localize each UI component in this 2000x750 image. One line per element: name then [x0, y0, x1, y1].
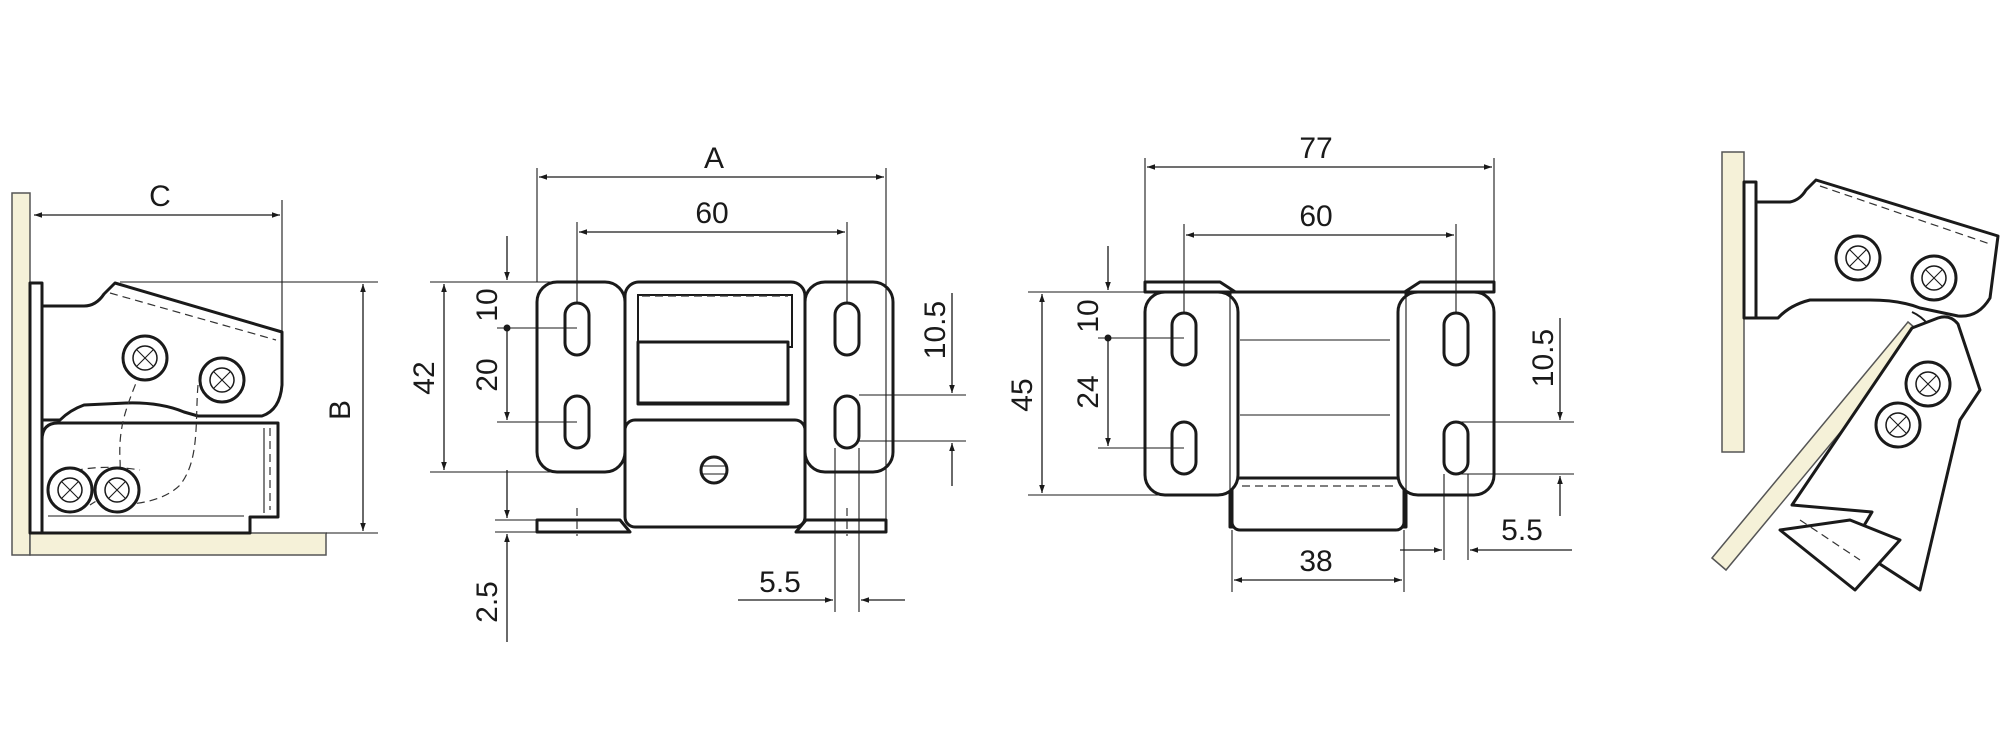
slot [563, 301, 591, 357]
slot [833, 301, 861, 357]
dim-label-5-5-back: 5.5 [1501, 514, 1543, 547]
dim-label-10-back: 10 [1072, 299, 1105, 332]
dim-label-42: 42 [408, 361, 441, 394]
dim-label-10-5-front: 10.5 [919, 301, 952, 359]
slot [1442, 420, 1470, 476]
screw-icon [46, 466, 94, 514]
hidden-path-3 [49, 466, 141, 479]
dim-label-10-5-back: 10.5 [1527, 329, 1560, 387]
cabinet-wall [11, 192, 31, 556]
dim-label-5-5-front: 5.5 [759, 566, 801, 599]
dim-label-45: 45 [1006, 378, 1039, 411]
lower-housing-side [1778, 518, 1902, 592]
foot-left [535, 518, 632, 534]
back-view: 77 60 45 10 24 10.5 5.5 38 [1006, 132, 1574, 592]
side-view-closed: C B [11, 180, 378, 556]
dim-label-60-back: 60 [1299, 200, 1332, 233]
dim-label-c: C [149, 180, 171, 213]
wall-plate [28, 281, 44, 535]
screw-icon [121, 334, 169, 382]
side-view-open [1710, 151, 2000, 592]
back-leaf-right [1396, 290, 1496, 497]
back-leaf-left [1143, 290, 1240, 497]
dim-label-10-front: 10 [471, 288, 504, 321]
screw-icon [1874, 401, 1922, 449]
arm-edge-hidden [109, 292, 277, 341]
pin-icon [699, 455, 729, 485]
dim-label-20-front: 20 [471, 358, 504, 391]
screw-icon [93, 466, 141, 514]
front-view: A 60 42 10 20 10.5 5.5 [408, 142, 966, 642]
dim-label-60-front: 60 [695, 197, 728, 230]
center-bottom-box [1230, 476, 1406, 532]
dim-label-77: 77 [1299, 132, 1332, 165]
slot [1442, 311, 1470, 367]
wall-plate-open [1742, 180, 1758, 320]
center-box-top [637, 294, 793, 348]
center-box-upper [636, 340, 790, 406]
leaf-right [803, 280, 895, 474]
screw-icon [1904, 360, 1952, 408]
foot-right [794, 518, 888, 534]
screw-icon [1910, 254, 1958, 302]
leaf-left [535, 280, 627, 474]
screw-icon [1834, 234, 1882, 282]
cabinet-base [29, 532, 327, 556]
hidden-path-2 [109, 384, 199, 506]
dim-label-a: A [704, 142, 724, 175]
dim-label-b: B [324, 400, 357, 420]
screw-icon [198, 356, 246, 404]
dim-label-2-5: 2.5 [471, 581, 504, 623]
dim-label-24-back: 24 [1072, 375, 1105, 408]
slot [833, 394, 861, 450]
slot [1170, 311, 1198, 367]
dim-label-38: 38 [1299, 545, 1332, 578]
cabinet-wall-open [1721, 151, 1745, 453]
